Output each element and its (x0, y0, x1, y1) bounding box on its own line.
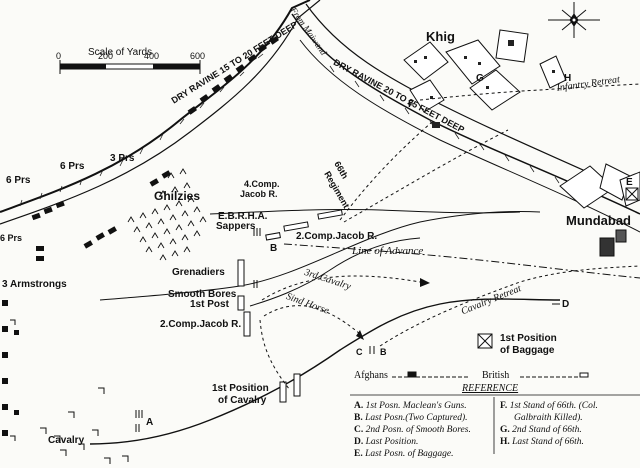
reference-item-e: E. Last Posn. of Baggage. (354, 449, 454, 459)
baggage-label-line2: of Baggage (500, 345, 555, 356)
baggage-e (625, 187, 639, 201)
grenadiers: Grenadiers (172, 267, 225, 278)
line-of-advance-label: Line of Advance (352, 245, 424, 257)
letter-a: A (146, 417, 154, 428)
place-ghilzies: Ghilzies (154, 189, 201, 203)
line-of-advance (283, 243, 640, 279)
cavalry-route-down (259, 319, 291, 391)
reference-column-left: A. 1st Posn. Maclean's Guns. B. Last Pos… (354, 400, 471, 460)
first-cavalry-line1: 1st Position (212, 383, 269, 394)
guns-6prs-b: 6 Prs (60, 161, 85, 172)
first-cavalry-line2: of Cavalry (218, 395, 267, 406)
scale-tick-600: 600 (190, 51, 206, 61)
khig-buildings (414, 40, 555, 128)
sappers: Sappers (216, 221, 256, 232)
afghan-cavalry-label: Cavalry (48, 435, 85, 446)
reference-item-a: A. 1st Posn. Maclean's Guns. (354, 401, 467, 411)
scale-title: Scale of Yards (88, 47, 153, 58)
letter-h: H (564, 73, 572, 84)
compass-rose-icon (548, 2, 600, 38)
british-guns (135, 228, 560, 432)
nullah (89, 298, 561, 445)
key-british: British (482, 370, 510, 381)
comp-jacob-c: 2.Comp.Jacob R. (160, 319, 242, 330)
third-cavalry-arrow (420, 278, 430, 287)
ebrha: E.B.R.H.A. (218, 211, 268, 222)
mundabad-village (559, 163, 640, 257)
first-post: 1st Post (190, 299, 229, 310)
retreat-to-khig (339, 121, 433, 221)
khig-village (403, 29, 567, 113)
guns-3prs: 3 Prs (110, 153, 135, 164)
reference-item-g: G. 2nd Stand of 66th. (500, 425, 582, 435)
cavalry-retreat (379, 265, 640, 347)
reference-item-f: F. 1st Stand of 66th. (Col. (500, 401, 598, 411)
scale-tick-200: 200 (98, 51, 114, 61)
letter-b: B (270, 243, 278, 254)
third-cavalry-route (261, 275, 421, 301)
british-units (237, 209, 343, 403)
place-khig: Khig (426, 29, 455, 44)
comp-jacob-a: 4.Comp. (244, 179, 280, 189)
reference-item-h: H. Last Stand of 66th. (500, 437, 584, 447)
baggage-icon (477, 333, 493, 349)
letter-f: F (408, 99, 415, 110)
baggage-label-line1: 1st Position (500, 333, 557, 344)
letter-b2: B (380, 347, 387, 357)
afghan-guns (2, 36, 279, 436)
comp-jacob-b: 2.Comp.Jacob R. (296, 231, 378, 242)
reference-item-c: C. 2nd Posn. of Smooth Bores. (354, 425, 471, 435)
reference-item-d: D. Last Position. (354, 437, 419, 447)
reference-item-b: B. Last Posn.(Two Captured). (354, 413, 468, 423)
ridge-upper (209, 208, 521, 215)
guns-6prs-a: 6 Prs (6, 175, 31, 186)
infantry-retreat (419, 83, 640, 101)
scale-tick-0: 0 (56, 51, 62, 61)
key-afghans: Afghans (354, 370, 388, 381)
reference-title: REFERENCE (462, 383, 519, 394)
sind-horse-arrow (356, 330, 364, 340)
ravine-right-inner (305, 3, 640, 197)
scale-tick-400: 400 (144, 51, 160, 61)
ridge-left (99, 210, 541, 301)
reference-column-right: F. 1st Stand of 66th. (Col. Galbraith Ki… (500, 400, 598, 448)
comp-jacob-a2: Jacob R. (240, 189, 278, 199)
armstrongs: 3 Armstrongs (2, 279, 67, 290)
letter-e: E (626, 177, 633, 188)
ghilzie-formation (127, 168, 207, 261)
afghan-cavalry (10, 319, 129, 464)
key-symbols (392, 371, 589, 378)
letter-d: D (562, 299, 570, 310)
place-mundabad: Mundabad (566, 213, 631, 228)
sind-horse-route (263, 305, 361, 335)
guns-6prs-c: 6 Prs (0, 233, 23, 243)
nullah-upper (249, 237, 421, 307)
reference-item-f-cont: Galbraith Killed). (514, 413, 583, 423)
letter-c: C (356, 347, 363, 357)
smooth-bores: Smooth Bores (168, 289, 237, 300)
scale-bar-graphic (59, 60, 201, 74)
retreat-to-khig-2 (343, 129, 509, 223)
letter-g: G (476, 73, 484, 84)
